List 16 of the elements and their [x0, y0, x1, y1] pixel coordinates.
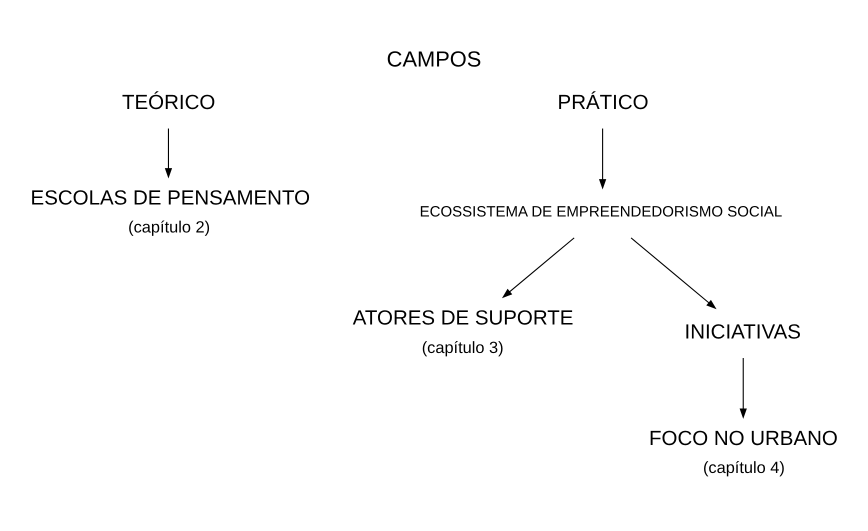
- arrow: [164, 128, 172, 178]
- node-text: ECOSSISTEMA DE EMPREENDEDORISMO SOCIAL: [420, 203, 782, 220]
- node-text: INICIATIVAS: [684, 320, 801, 343]
- node-label: (capítulo 3): [422, 338, 504, 356]
- arrow: [502, 236, 574, 298]
- arrow: [630, 236, 717, 309]
- node-text: ATORES DE SUPORTE: [352, 306, 574, 330]
- node-text: PRÁTICO: [558, 90, 649, 114]
- node-text: TEÓRICO: [122, 90, 216, 114]
- diagram-title: CAMPOS: [386, 46, 482, 71]
- arrow: [598, 128, 606, 189]
- node-text: ESCOLAS DE PENSAMENTO: [30, 186, 310, 210]
- node-text: FOCO NO URBANO: [649, 426, 838, 450]
- arrow: [740, 358, 747, 418]
- node-label: (capítulo 2): [128, 218, 210, 236]
- node-label: (capítulo 4): [702, 458, 785, 476]
